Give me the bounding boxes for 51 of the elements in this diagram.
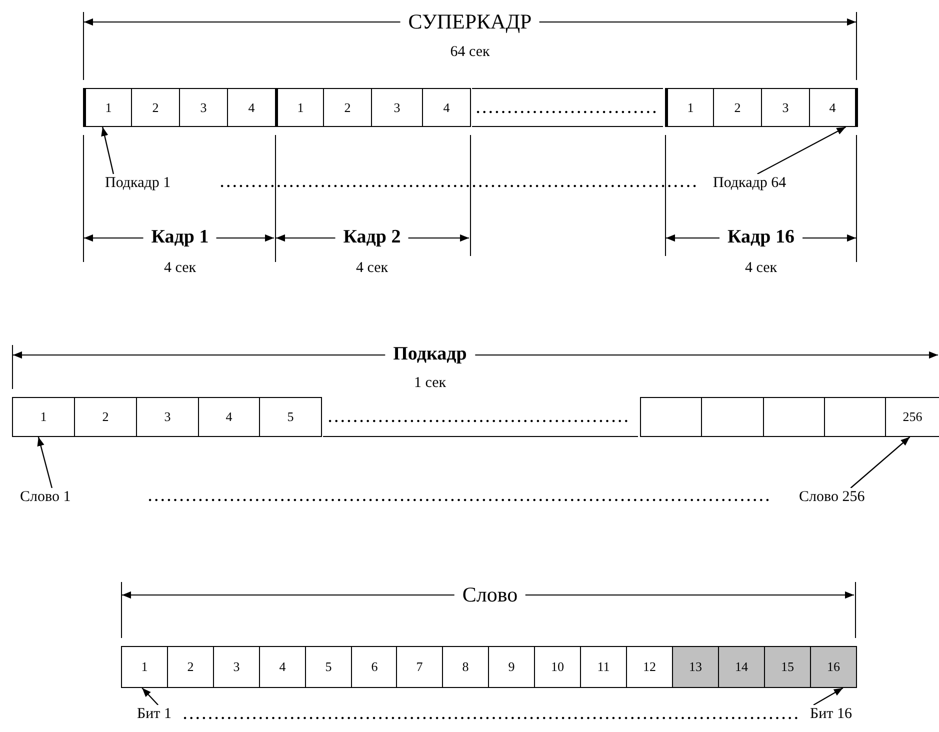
- word-cell: 1: [12, 397, 75, 437]
- bit-cell: 14: [718, 646, 765, 688]
- word-cell: 5: [259, 397, 322, 437]
- bit-cell: 3: [213, 646, 260, 688]
- duration-label: 4 сек: [164, 260, 196, 276]
- subframe-cell: 2: [323, 88, 372, 127]
- duration-label: 4 сек: [744, 260, 778, 276]
- leader-arrow: [850, 436, 910, 488]
- bit-cell: 5: [305, 646, 352, 688]
- subframe-cell: 1: [665, 88, 714, 127]
- leader-arrow: [757, 126, 846, 175]
- dimension-label: Подкадр: [385, 344, 475, 366]
- duration-label: 4 сек: [356, 260, 388, 276]
- word-cell: 2: [74, 397, 137, 437]
- subframe-cell: 2: [713, 88, 762, 127]
- subframe-cell: 4: [227, 88, 276, 127]
- bit-cell: 4: [259, 646, 306, 688]
- subframe-cell: 1: [83, 88, 132, 127]
- leader-arrow: [37, 436, 53, 488]
- subframe-cell: 3: [179, 88, 228, 127]
- bit-cell: 1: [121, 646, 168, 688]
- subframe-cell: 3: [761, 88, 810, 127]
- bit-cell: 15: [764, 646, 811, 688]
- leader-arrow: [813, 687, 844, 706]
- subframe-cell: 1: [275, 88, 324, 127]
- duration-label: 1 сек: [414, 374, 446, 392]
- word-cell: 4: [198, 397, 260, 437]
- subframe-cell: 3: [371, 88, 423, 127]
- dimension-label: Кадр 1: [143, 228, 217, 248]
- bit-cell: 2: [167, 646, 214, 688]
- duration-label: 64 сек: [450, 44, 490, 60]
- subframe-cell: 2: [131, 88, 180, 127]
- bit-cell: 13: [672, 646, 719, 688]
- bit-cell: 7: [396, 646, 443, 688]
- leader-arrow: [142, 688, 158, 706]
- bit-cell: 9: [488, 646, 535, 688]
- word-cell: 3: [136, 397, 199, 437]
- bit-cell: 6: [351, 646, 398, 688]
- dimension-label: Кадр 2: [335, 228, 409, 248]
- bit-cell: 12: [626, 646, 673, 688]
- leader-arrow: [101, 126, 114, 174]
- bit-cell: 11: [580, 646, 627, 688]
- subframe-cell: 4: [422, 88, 471, 127]
- bit-cell: 8: [442, 646, 489, 688]
- bit-cell: 16: [810, 646, 857, 688]
- callout-label: Подкадр 64: [711, 174, 788, 192]
- subframe-cell: 4: [809, 88, 858, 127]
- word-cell: 256: [885, 397, 939, 437]
- dimension-label: Кадр 16: [720, 228, 802, 248]
- callout-label: Подкадр 1: [103, 174, 173, 192]
- bit-cell: 10: [534, 646, 581, 688]
